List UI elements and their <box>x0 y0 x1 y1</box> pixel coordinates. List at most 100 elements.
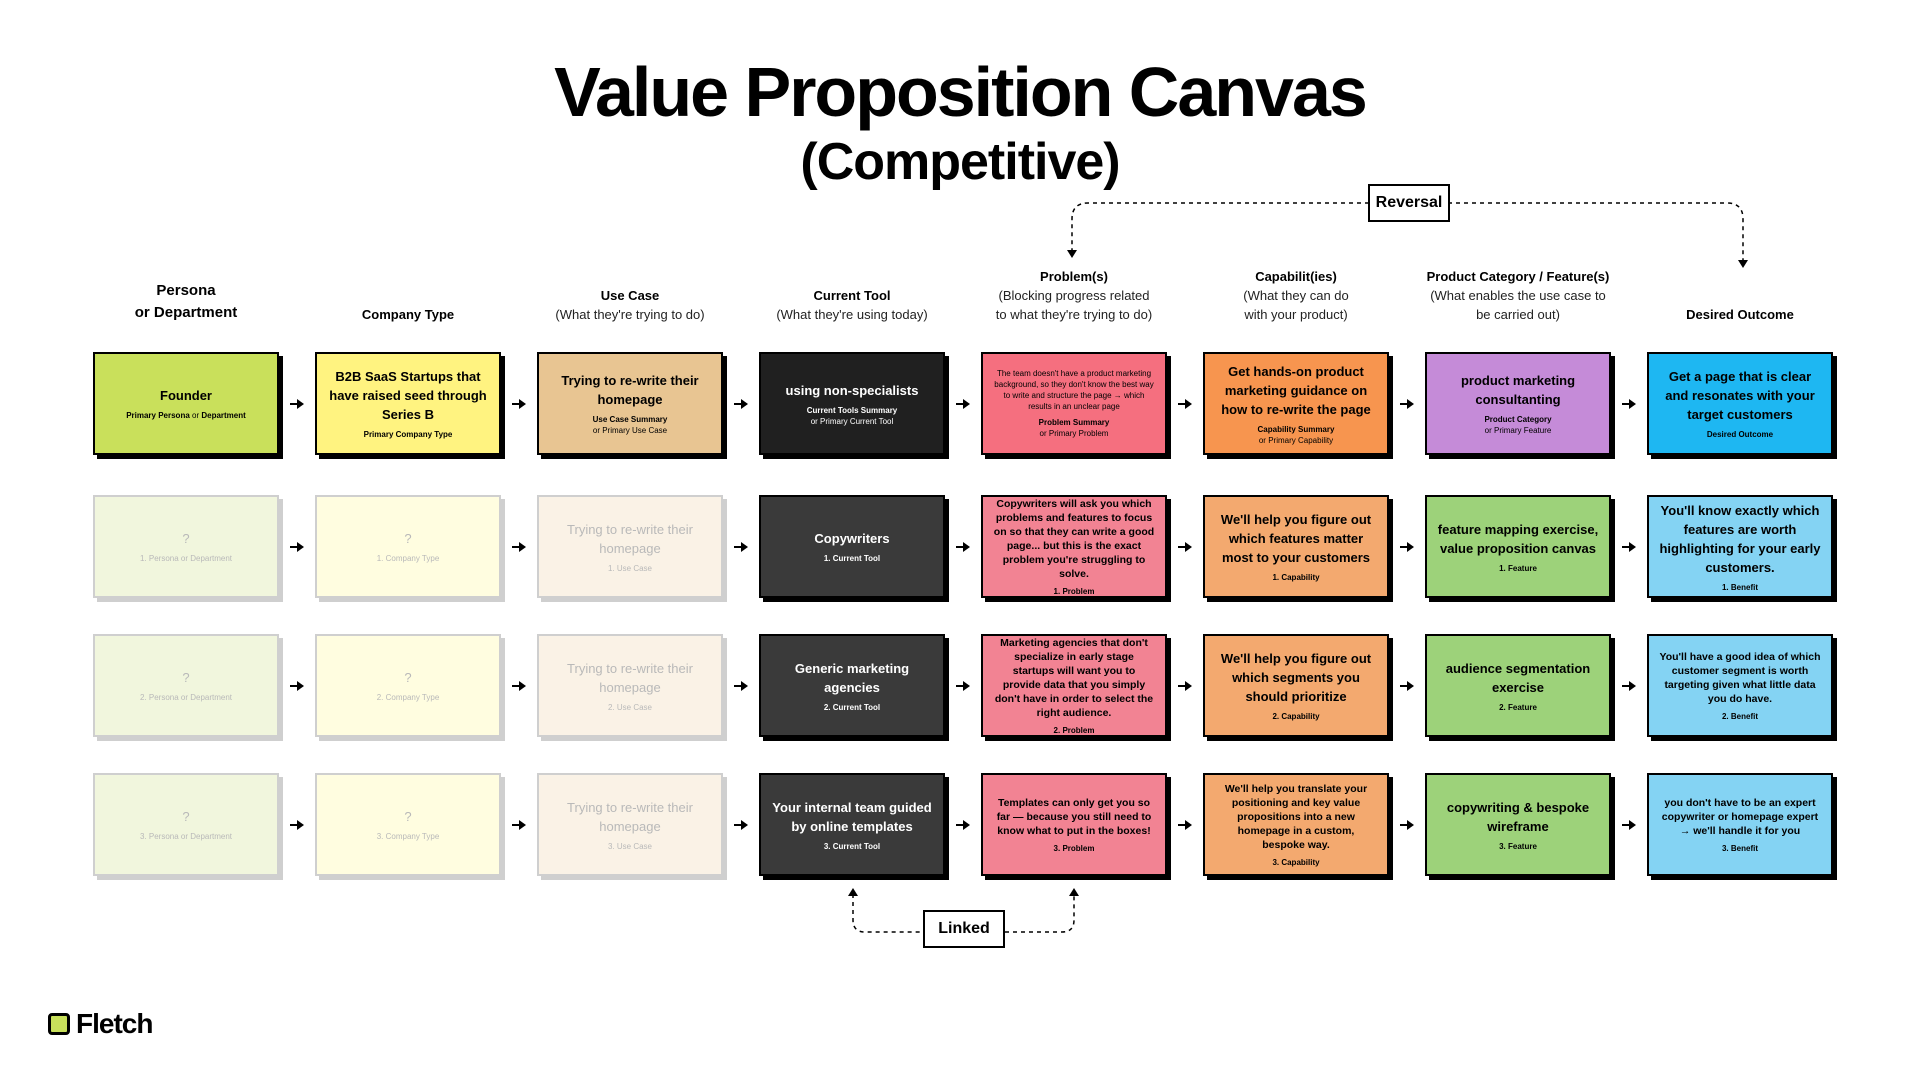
card-label-line: Primary Company Type <box>363 430 453 439</box>
arrow-right-icon <box>1400 542 1414 552</box>
card-text: Trying to re-write their homepage <box>567 799 693 834</box>
card-label-line: 3. Use Case <box>607 841 653 851</box>
card-label: Primary Persona or Department <box>126 410 246 421</box>
card-label-line: 1. Problem <box>1053 586 1095 596</box>
card-text: We'll help you translate your positionin… <box>1224 782 1368 851</box>
card-text: ? <box>182 531 190 546</box>
card-outcome-row-0: Get a page that is clear and resonates w… <box>1647 352 1833 455</box>
card-text: Copywriters will ask you which problems … <box>993 497 1155 580</box>
page-subtitle: (Competitive) <box>800 133 1120 191</box>
card-label: 3. Problem <box>1054 843 1095 854</box>
card-tool-row-1: Copywriters 1. Current Tool <box>759 495 945 598</box>
card-text: Marketing agencies that don't specialize… <box>994 636 1154 719</box>
header-tool-sub: (What they're using today) <box>776 307 928 322</box>
card-label-line: 2. Company Type <box>376 693 440 702</box>
card-label: 2. Feature <box>1499 702 1537 713</box>
arrow-right-icon <box>1622 542 1636 552</box>
card-feature-row-1: feature mapping exercise, value proposit… <box>1425 495 1611 598</box>
card-label-line: 3. Capability <box>1272 857 1320 867</box>
card-problem-row-1: Copywriters will ask you which problems … <box>981 495 1167 598</box>
card-tool-row-3: Your internal team guided by online temp… <box>759 773 945 876</box>
header-tool-title: Current Tool <box>813 288 891 303</box>
card-label: 1. Current Tool <box>824 553 880 564</box>
card-label-line: 3. Benefit <box>1721 843 1758 853</box>
header-capability-sub: (What they can do with your product) <box>1243 288 1349 322</box>
card-label-line-2: or Primary Capability <box>1258 435 1334 445</box>
arrow-right-icon <box>1400 681 1414 691</box>
arrow-right-icon <box>1400 399 1414 409</box>
card-company-row-3: ?3. Company Type <box>315 773 501 876</box>
header-feature: Product Category / Feature(s) (What enab… <box>1413 267 1623 324</box>
card-problem-row-2: Marketing agencies that don't specialize… <box>981 634 1167 737</box>
card-text: Trying to re-write their homepage <box>567 521 693 556</box>
brand-logo: Fletch <box>48 1008 153 1040</box>
card-text: You'll know exactly which features are w… <box>1659 502 1821 575</box>
card-text: Get a page that is clear and resonates w… <box>1665 369 1815 422</box>
card-label-line: 2. Persona or Department <box>139 693 233 702</box>
card-label: 3. Company Type <box>377 831 440 842</box>
card-label-line-2: or Primary Current Tool <box>810 416 894 426</box>
card-text: product marketing consultanting <box>1460 373 1576 407</box>
card-persona-row-2: ?2. Persona or Department <box>93 634 279 737</box>
reversal-label: Reversal <box>1368 184 1450 222</box>
card-label: Primary Company Type <box>364 429 453 440</box>
card-label-line-2: or Primary Problem <box>1039 429 1109 438</box>
card-text: You'll have a good idea of which custome… <box>1659 650 1821 705</box>
card-text: using non-specialists <box>785 382 919 398</box>
card-label-line: 2. Feature <box>1499 702 1537 712</box>
card-label-part: Department <box>201 411 246 420</box>
card-label-line: Desired Outcome <box>1706 430 1774 439</box>
card-label-line: 2. Current Tool <box>823 702 881 712</box>
arrow-right-icon <box>290 542 304 552</box>
card-capability-row-3: We'll help you translate your positionin… <box>1203 773 1389 876</box>
arrow-right-icon <box>290 681 304 691</box>
card-text: you don't have to be an expert copywrite… <box>1661 796 1819 837</box>
card-label-line: 2. Benefit <box>1721 711 1758 721</box>
header-capability: Capabilit(ies) (What they can do with yo… <box>1191 267 1401 324</box>
card-company-row-1: ?1. Company Type <box>315 495 501 598</box>
card-label-line: Current Tools Summary <box>806 405 898 415</box>
card-usecase-row-1: Trying to re-write their homepage 1. Use … <box>537 495 723 598</box>
arrow-right-icon <box>1178 542 1192 552</box>
header-problem-title: Problem(s) <box>1040 269 1108 284</box>
header-outcome-title: Desired Outcome <box>1686 307 1794 322</box>
card-label-or: or <box>189 411 202 420</box>
card-label: 1. Feature <box>1499 563 1537 574</box>
reversal-connector <box>1067 202 1748 268</box>
card-label: 2. Current Tool <box>824 702 880 713</box>
card-text: The team doesn't have a product marketin… <box>994 369 1154 411</box>
card-text: Trying to re-write their homepage <box>561 373 699 407</box>
card-persona-row-3: ?3. Persona or Department <box>93 773 279 876</box>
arrow-right-icon <box>734 681 748 691</box>
arrow-right-icon <box>512 542 526 552</box>
card-outcome-row-3: you don't have to be an expert copywrite… <box>1647 773 1833 876</box>
card-label-line: 3. Persona or Department <box>139 832 233 841</box>
card-text: Get hands-on product marketing guidance … <box>1221 363 1371 417</box>
card-label: 1. Problem <box>1054 586 1095 597</box>
card-company-row-0: B2B SaaS Startups that have raised seed … <box>315 352 501 455</box>
header-persona-text: Persona or Department <box>134 282 238 321</box>
card-label-line: 2. Problem <box>1053 725 1095 735</box>
card-capability-row-0: Get hands-on product marketing guidance … <box>1203 352 1389 455</box>
card-label: Desired Outcome <box>1707 429 1773 440</box>
card-label-line: 1. Use Case <box>607 563 653 573</box>
card-label-line: 2. Use Case <box>607 702 653 712</box>
header-capability-title: Capabilit(ies) <box>1255 269 1337 284</box>
card-label-line: 1. Benefit <box>1721 582 1758 592</box>
arrow-right-icon <box>512 820 526 830</box>
arrow-right-icon <box>1400 820 1414 830</box>
card-problem-row-0: The team doesn't have a product marketin… <box>981 352 1167 455</box>
arrow-right-icon <box>1622 820 1636 830</box>
card-label: 2. Persona or Department <box>140 692 232 703</box>
header-feature-sub: (What enables the use case to be carried… <box>1430 288 1606 322</box>
card-label: 2. Company Type <box>377 692 440 703</box>
card-text: Copywriters <box>814 531 890 546</box>
arrow-right-icon <box>956 399 970 409</box>
card-text: Your internal team guided by online temp… <box>772 799 932 834</box>
